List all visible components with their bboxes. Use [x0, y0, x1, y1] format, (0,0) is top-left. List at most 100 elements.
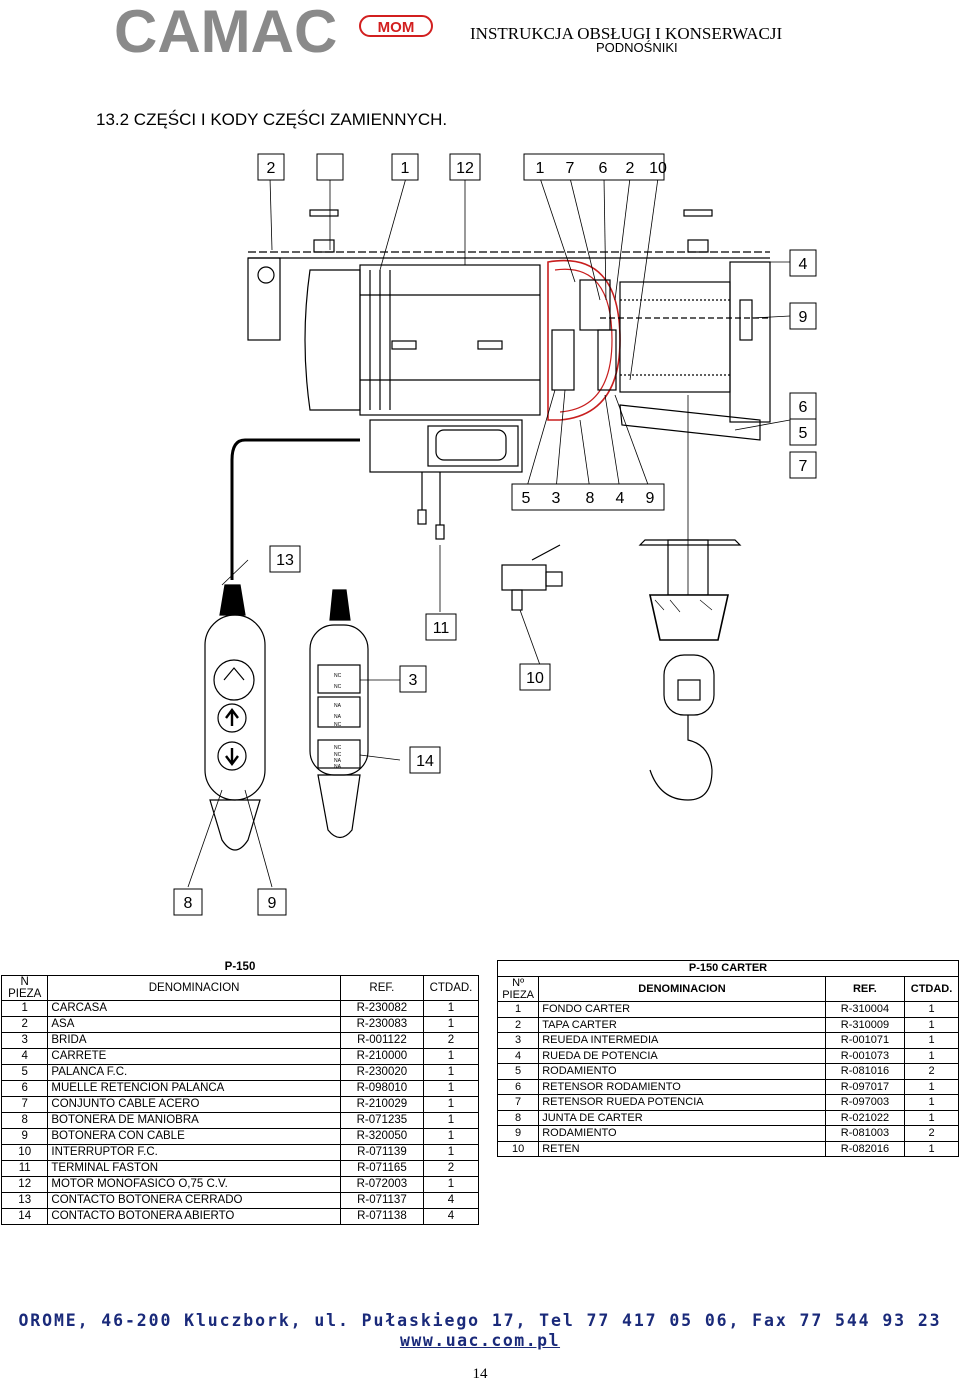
cell-denomination: BOTONERA CON CABLE	[47, 1128, 341, 1145]
callout-label: 14	[416, 753, 434, 770]
table-title: P-150 CARTER	[497, 960, 959, 977]
cell-qty: 1	[422, 1048, 480, 1065]
col-header-denomination: DENOMINACION	[538, 976, 826, 1002]
cell-denomination: BOTONERA DE MANIOBRA	[47, 1112, 341, 1129]
cell-number: 6	[0, 1080, 49, 1097]
cell-qty: 1	[904, 1047, 959, 1064]
cell-number: 6	[496, 1078, 540, 1095]
cell-number: 8	[496, 1109, 540, 1126]
callout-label: 9	[799, 309, 808, 326]
cell-ref: R-098010	[339, 1080, 424, 1097]
cell-denomination: CONTACTO BOTONERA CERRADO	[47, 1192, 341, 1209]
cell-number: 3	[0, 1032, 49, 1049]
callout-label: 10	[649, 160, 667, 177]
cell-qty: 1	[904, 1140, 959, 1157]
cell-denomination: INTERRUPTOR F.C.	[47, 1144, 341, 1161]
cell-ref: R-097003	[824, 1094, 906, 1111]
pendant-contact-labels: NC NC NA NA NC NC NC NA NA	[334, 673, 342, 770]
col-header-denomination: DENOMINACION	[47, 975, 341, 1001]
contact-label: NC	[334, 684, 342, 690]
cell-ref: R-071138	[339, 1208, 424, 1225]
cell-ref: R-230082	[339, 1000, 424, 1017]
footer-company: OROME, 46-200 Kluczbork, ul. Pułaskiego …	[18, 1311, 942, 1330]
callouts-top: 2 1 12 1 7 6 2 10	[257, 153, 667, 181]
col-header-ref: REF.	[824, 976, 906, 1002]
cell-number: 9	[0, 1128, 49, 1145]
callout-label: 9	[646, 490, 655, 507]
callout-label: 3	[552, 490, 561, 507]
cell-number: 10	[496, 1140, 540, 1157]
table-header-row: N PIEZA DENOMINACION REF. CTDAD.	[0, 975, 480, 1001]
cell-qty: 2	[422, 1160, 480, 1177]
cell-ref: R-001071	[824, 1032, 906, 1049]
col-header-number: Nº PIEZA	[496, 976, 540, 1002]
callout-label: 5	[799, 425, 808, 442]
cell-qty: 1	[904, 1078, 959, 1095]
cell-qty: 1	[422, 1112, 480, 1129]
cell-qty: 1	[904, 1032, 959, 1049]
cell-qty: 1	[422, 1144, 480, 1161]
cell-ref: R-001122	[339, 1032, 424, 1049]
cell-ref: R-230083	[339, 1016, 424, 1033]
contact-label: NA	[334, 714, 342, 720]
contact-label: NA	[334, 703, 342, 709]
callout-label: 9	[268, 895, 277, 912]
cell-qty: 1	[422, 1128, 480, 1145]
document-subtitle: PODNOŚNIKI	[596, 40, 678, 55]
cell-qty: 2	[904, 1063, 959, 1080]
callout-label: 4	[616, 490, 625, 507]
cell-qty: 1	[422, 1080, 480, 1097]
callout-label: 10	[526, 670, 544, 687]
callout-label: 11	[433, 620, 450, 637]
cell-qty: 1	[422, 1000, 480, 1017]
logo-badge-text: MOM	[378, 19, 415, 36]
cell-denomination: RETENSOR RUEDA POTENCIA	[538, 1094, 826, 1111]
cell-ref: R-097017	[824, 1078, 906, 1095]
cell-qty: 1	[422, 1096, 480, 1113]
cell-denomination: CONTACTO BOTONERA ABIERTO	[47, 1208, 341, 1225]
cell-number: 12	[0, 1176, 49, 1193]
cell-ref: R-082016	[824, 1140, 906, 1157]
cell-denomination: RETEN	[538, 1140, 826, 1157]
footer-url-link[interactable]: www.uac.com.pl	[399, 1331, 561, 1350]
cell-ref: R-072003	[339, 1176, 424, 1193]
callout-label: 8	[184, 895, 193, 912]
cell-number: 13	[0, 1192, 49, 1209]
cell-qty: 1	[422, 1176, 480, 1193]
contact-label: NC	[334, 673, 342, 679]
col-header-number: N PIEZA	[0, 975, 49, 1001]
contact-label: NC	[334, 745, 342, 751]
callouts-right: 4 9 6 5 7	[789, 249, 817, 479]
callout-label: 13	[276, 552, 294, 569]
cell-denomination: TAPA CARTER	[538, 1016, 826, 1033]
section-title: 13.2 CZĘŚCI I KODY CZĘŚCI ZAMIENNYCH.	[96, 110, 448, 129]
cell-denomination: MUELLE RETENCION PALANCA	[47, 1080, 341, 1097]
cell-qty: 1	[904, 1001, 959, 1018]
cell-qty: 4	[422, 1192, 480, 1209]
cell-number: 4	[0, 1048, 49, 1065]
hoist-exploded-diagram: 2 1 12 1 7 6 2 10 4 9 6 5 7 5 3 8 4 9 13…	[173, 153, 817, 916]
callouts-misc: 13 11 3 10 14 8 9	[173, 545, 551, 916]
cell-denomination: BRIDA	[47, 1032, 341, 1049]
callout-label: 7	[799, 458, 808, 475]
cell-ref: R-021022	[824, 1109, 906, 1126]
cell-ref: R-071165	[339, 1160, 424, 1177]
